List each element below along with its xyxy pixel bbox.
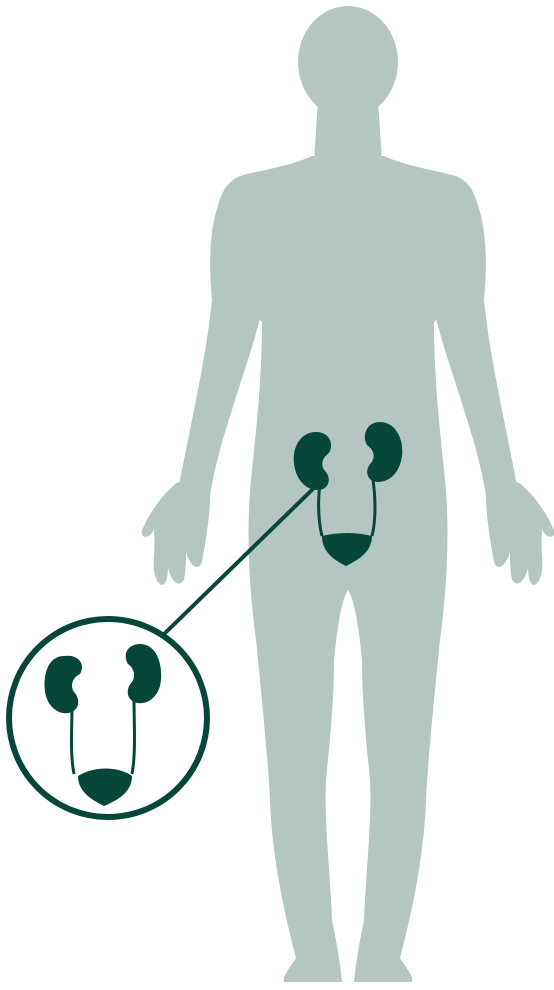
neck [314,100,382,160]
zoom-circle-icon [9,619,207,817]
body-silhouette-icon [142,6,554,982]
right-hand [486,482,554,585]
left-hand [142,482,210,585]
